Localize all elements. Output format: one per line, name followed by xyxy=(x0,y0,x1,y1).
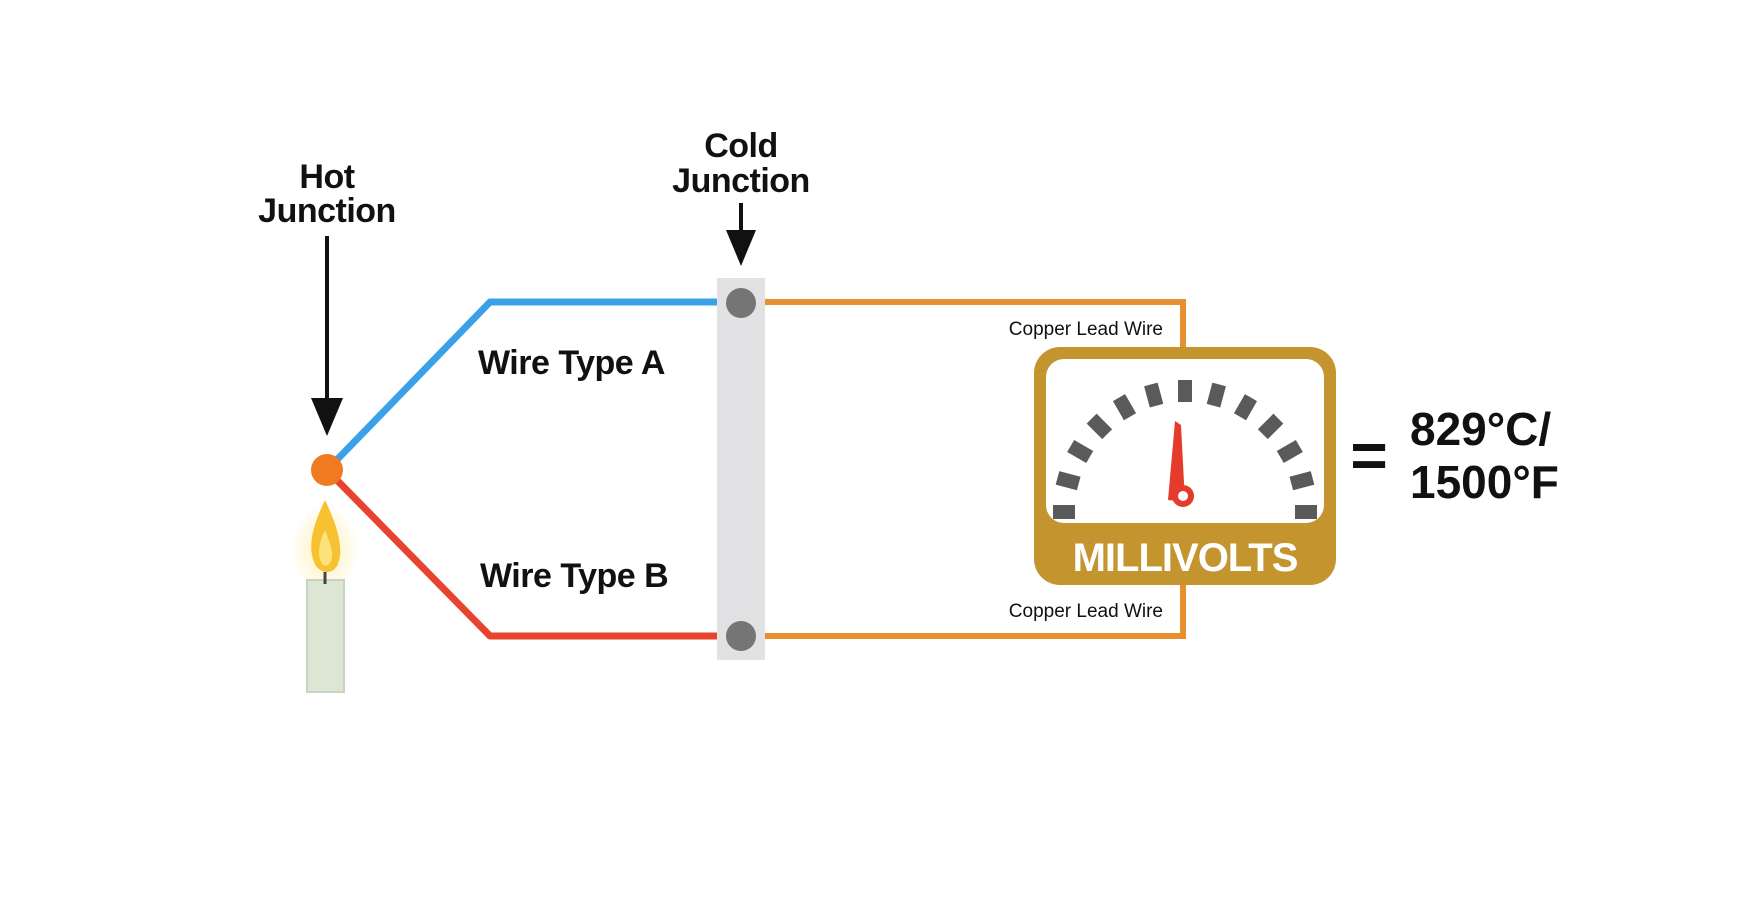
copper-lead-wire-top xyxy=(742,299,1186,352)
hot-junction-dot xyxy=(311,454,343,486)
cold-junction-label-line1: Cold xyxy=(704,127,778,165)
meter-tick xyxy=(1289,471,1315,491)
wire-type-a-label: Wire Type A xyxy=(478,344,665,382)
meter-tick xyxy=(1276,439,1303,464)
cold-junction-arrow xyxy=(726,203,756,266)
meter-tick xyxy=(1053,505,1075,519)
meter-tick xyxy=(1178,380,1192,402)
terminal-dot-bottom xyxy=(726,621,756,651)
meter-tick xyxy=(1233,394,1258,421)
meter-tick xyxy=(1257,413,1284,440)
result-fahrenheit: 1500°F xyxy=(1410,456,1559,508)
meter-tick xyxy=(1112,394,1137,421)
meter-scale-ticks xyxy=(1053,380,1317,519)
wire-type-b-label: Wire Type B xyxy=(480,557,668,595)
terminal-dot-top xyxy=(726,288,756,318)
hot-junction-arrow xyxy=(311,236,343,436)
meter-tick xyxy=(1055,471,1081,491)
copper-lead-wire-bottom-label: Copper Lead Wire xyxy=(1009,601,1163,622)
wire-type-b xyxy=(324,467,742,640)
millivolt-meter-icon: MILLIVOLTS xyxy=(1034,347,1336,585)
result-celsius: 829°C/ xyxy=(1410,403,1551,455)
candle-flame-icon xyxy=(291,499,359,693)
equals-sign: = xyxy=(1350,419,1387,491)
meter-tick xyxy=(1086,413,1113,440)
copper-lead-wire-top-label: Copper Lead Wire xyxy=(1009,319,1163,340)
meter-tick xyxy=(1206,382,1226,408)
meter-needle xyxy=(1168,421,1185,502)
wire-type-a xyxy=(324,298,742,473)
cold-junction-label-line2: Junction xyxy=(672,162,810,200)
hot-junction-label-line1: Hot xyxy=(299,158,354,196)
terminal-block xyxy=(717,278,765,660)
meter-tick xyxy=(1295,505,1317,519)
meter-tick xyxy=(1144,382,1164,408)
hot-junction-label-line2: Junction xyxy=(258,192,396,230)
copper-lead-wire-bottom xyxy=(742,580,1186,639)
meter-tick xyxy=(1067,439,1094,464)
meter-label: MILLIVOLTS xyxy=(1073,536,1298,580)
